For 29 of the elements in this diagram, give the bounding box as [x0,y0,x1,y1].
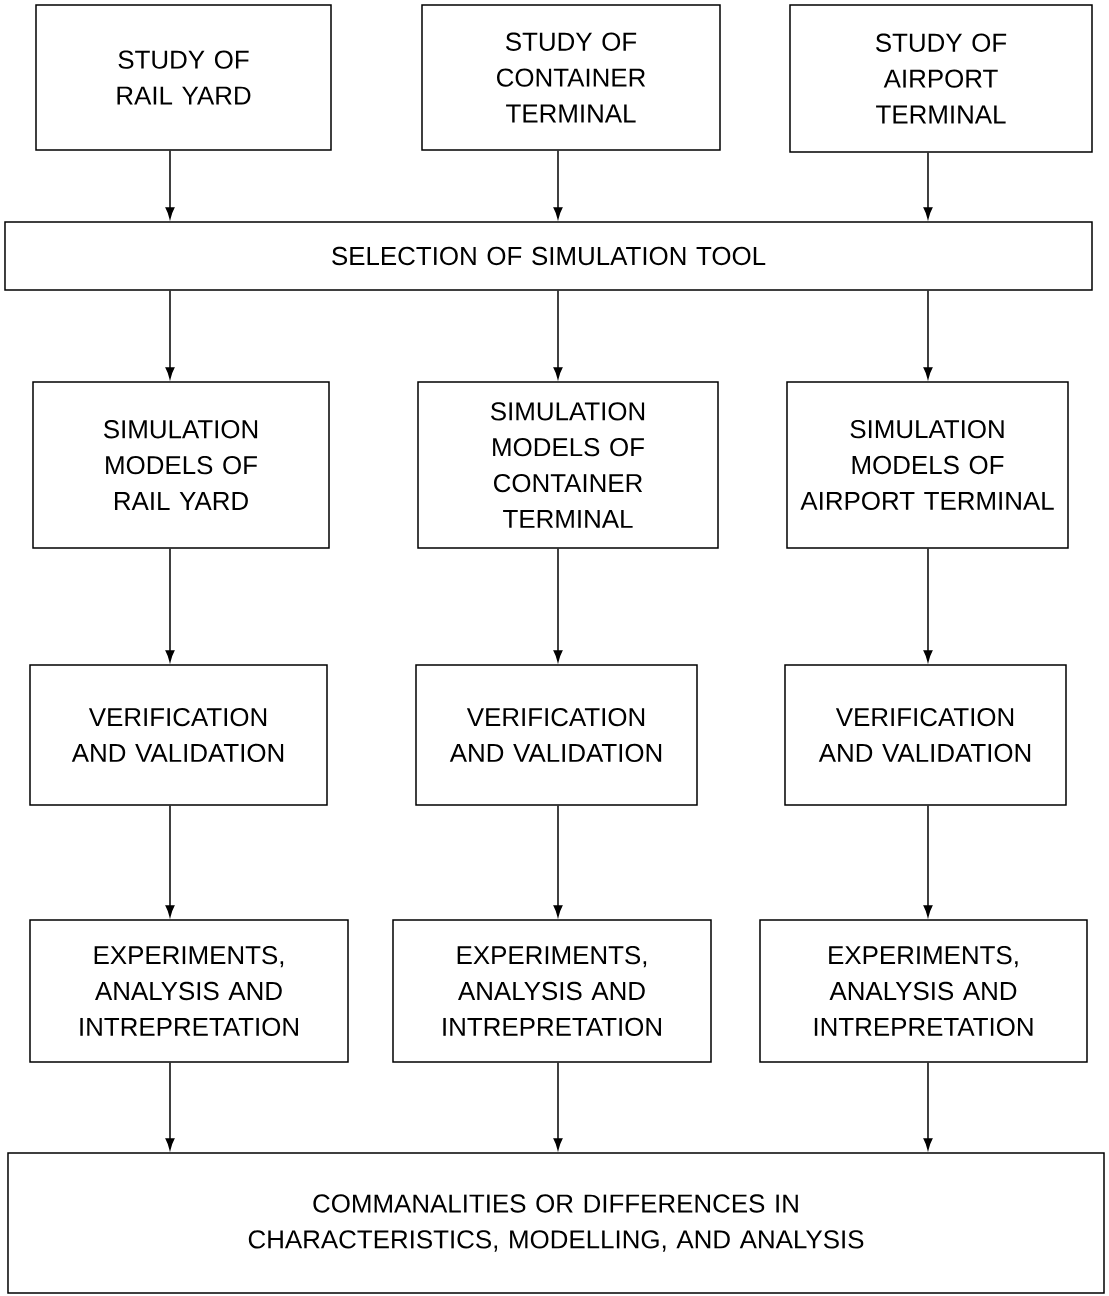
arrow [553,805,563,917]
process-box: SIMULATION MODELS OF CONTAINER TERMINAL [417,381,719,549]
arrow [923,152,933,219]
arrow [165,548,175,662]
process-box: SIMULATION MODELS OF RAIL YARD [32,381,330,549]
process-box: STUDY OF CONTAINER TERMINAL [421,4,721,151]
process-box: STUDY OF RAIL YARD [35,4,332,151]
process-box: EXPERIMENTS, ANALYSIS AND INTREPRETATION [759,919,1088,1063]
process-box: VERIFICATION AND VALIDATION [29,664,328,806]
process-box: STUDY OF AIRPORT TERMINAL [789,4,1093,153]
summary-box: COMMANALITIES OR DIFFERENCES IN CHARACTERISTICS, MODELLING, AND ANALYSIS [7,1152,1105,1294]
arrow [165,150,175,219]
arrow [923,290,933,379]
arrow [553,290,563,379]
banner-box: SELECTION OF SIMULATION TOOL [4,221,1093,291]
arrow [923,1062,933,1150]
arrow [923,548,933,662]
arrow [923,805,933,917]
arrow [553,548,563,662]
arrow [165,805,175,917]
process-box: VERIFICATION AND VALIDATION [415,664,698,806]
process-box: SIMULATION MODELS OF AIRPORT TERMINAL [786,381,1069,549]
process-box: VERIFICATION AND VALIDATION [784,664,1067,806]
arrow [553,1062,563,1150]
process-box: EXPERIMENTS, ANALYSIS AND INTREPRETATION [392,919,712,1063]
arrow [165,1062,175,1150]
process-box: EXPERIMENTS, ANALYSIS AND INTREPRETATION [29,919,349,1063]
arrow [165,290,175,379]
arrow [553,150,563,219]
